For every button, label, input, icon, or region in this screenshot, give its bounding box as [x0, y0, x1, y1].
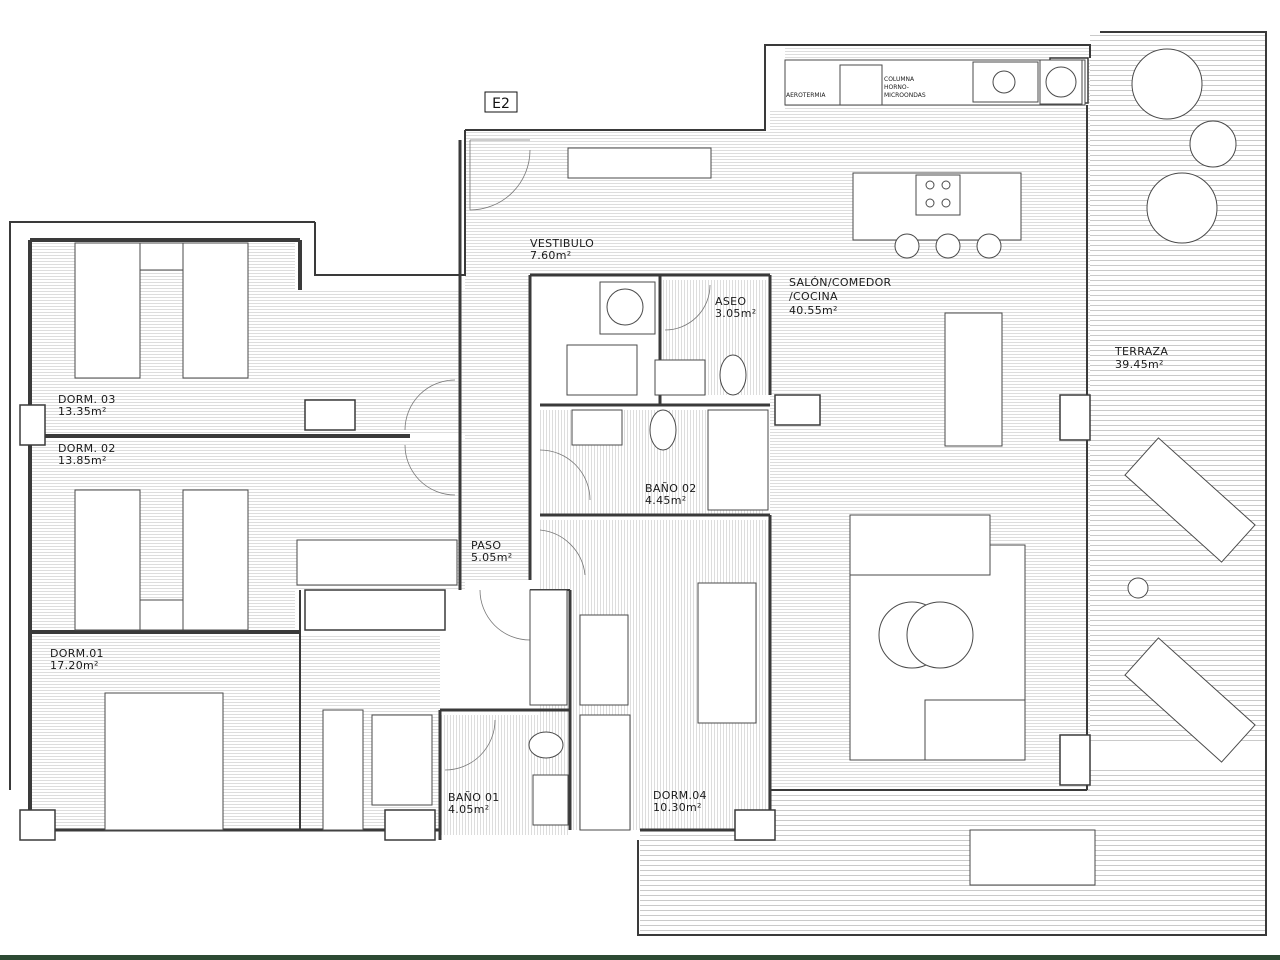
terraza-outline	[637, 31, 1267, 936]
paso-area: 5.05m²	[471, 551, 512, 564]
bed	[74, 242, 141, 379]
sofa	[924, 699, 1026, 761]
terrace-table	[969, 829, 1096, 886]
outer-wall-left-top	[9, 221, 315, 790]
labels: E2 AEROTERMIA COLUMNA HORNO- MICROONDAS …	[50, 76, 1168, 816]
outer-wall-top	[465, 44, 1091, 131]
columna-label-3: MICROONDAS	[884, 92, 926, 99]
bano02-area: 4.45m²	[645, 494, 686, 507]
bed	[182, 489, 249, 631]
bottom-border	[0, 955, 1280, 960]
terraza-label: TERRAZA	[1114, 345, 1168, 358]
vestibulo-area: 7.60m²	[530, 249, 571, 262]
unit-tag: E2	[492, 96, 510, 112]
furniture	[74, 48, 1256, 886]
dorm02-label: DORM. 02	[58, 442, 116, 455]
dorm03-area: 13.35m²	[58, 405, 107, 418]
terraza-area: 39.45m²	[1115, 358, 1164, 371]
dining-table	[944, 312, 1003, 447]
terraza-floor	[1090, 35, 1265, 745]
outer-wall-left-top2	[314, 130, 466, 276]
dorm03-floor	[30, 243, 295, 433]
aerotermia-label: AEROTERMIA	[786, 92, 826, 99]
columna-label: COLUMNA	[884, 76, 915, 83]
dorm01-area: 17.20m²	[50, 659, 99, 672]
salon-label: SALÓN/COMEDOR	[789, 276, 892, 289]
bed	[74, 489, 141, 631]
dorm04-area: 10.30m²	[653, 801, 702, 814]
dorm04-label: DORM.04	[653, 789, 707, 802]
dorm03-label: DORM. 03	[58, 393, 116, 406]
bed	[104, 692, 224, 831]
vestibulo-floor	[465, 130, 770, 580]
aseo-area: 3.05m²	[715, 307, 756, 320]
sofa	[849, 514, 991, 576]
vestibulo-label: VESTIBULO	[530, 237, 594, 250]
aseo-label: ASEO	[715, 295, 746, 308]
dorm01-label: DORM.01	[50, 647, 104, 660]
walls	[9, 31, 1267, 936]
dorm02-area: 13.85m²	[58, 454, 107, 467]
doors	[404, 139, 711, 771]
bed	[182, 242, 249, 379]
bano01-area: 4.05m²	[448, 803, 489, 816]
salon-area: 40.55m²	[789, 304, 838, 317]
bano02-label: BAÑO 02	[645, 482, 697, 495]
salon-label-2: /COCINA	[789, 290, 838, 303]
bano01-label: BAÑO 01	[448, 791, 500, 804]
dorm02-floor	[30, 440, 295, 630]
columna-label-2: HORNO-	[884, 84, 909, 91]
paso-label: PASO	[471, 539, 501, 552]
